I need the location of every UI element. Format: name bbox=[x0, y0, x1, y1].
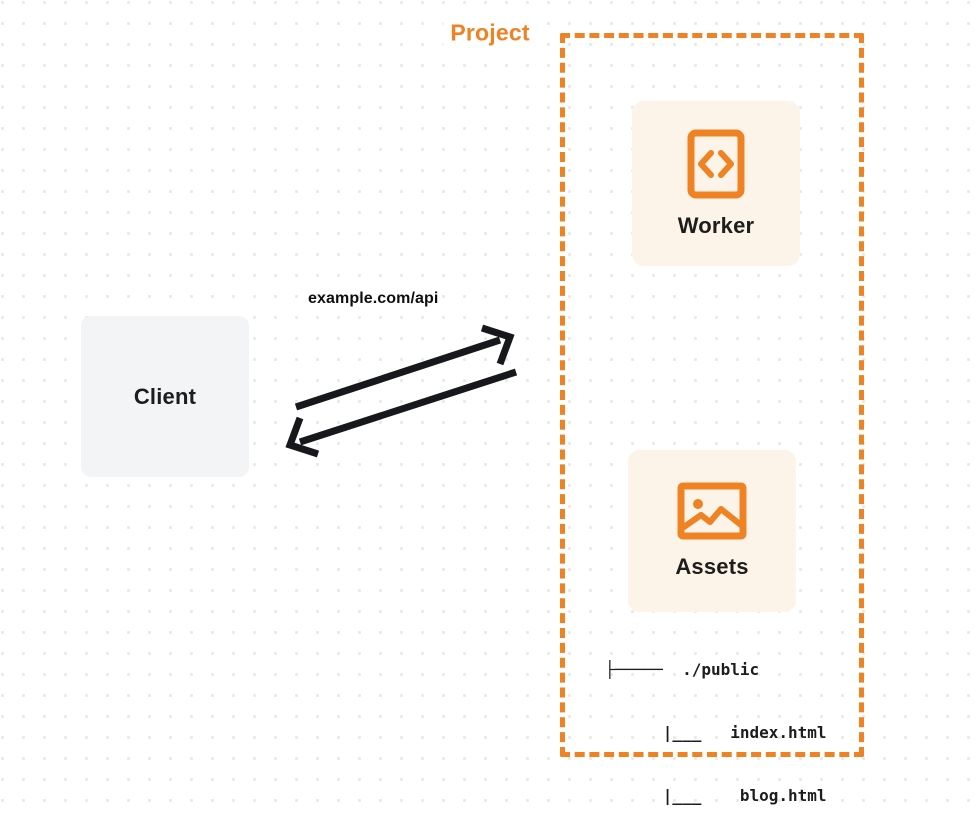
file-tree-line: |___ index.html bbox=[605, 723, 827, 742]
code-brackets-icon bbox=[687, 129, 745, 199]
client-label: Client bbox=[133, 383, 197, 409]
project-title: Project bbox=[443, 19, 537, 47]
worker-card[interactable]: Worker bbox=[632, 101, 800, 266]
image-icon bbox=[677, 482, 747, 540]
client-node[interactable]: Client bbox=[81, 316, 249, 477]
file-tree-line: ├───── ./public bbox=[605, 660, 760, 679]
arrow-client-to-project bbox=[294, 324, 515, 411]
request-url-label: example.com/api bbox=[308, 290, 439, 307]
project-container bbox=[560, 33, 864, 757]
assets-card-label: Assets bbox=[675, 554, 749, 579]
file-tree-line: |___ blog.html bbox=[605, 786, 827, 805]
assets-file-tree: ├───── ./public |___ index.html |___ blo… bbox=[605, 617, 827, 818]
worker-card-label: Worker bbox=[677, 212, 755, 238]
assets-card[interactable]: Assets bbox=[628, 450, 796, 612]
arrow-project-to-client bbox=[285, 368, 518, 458]
